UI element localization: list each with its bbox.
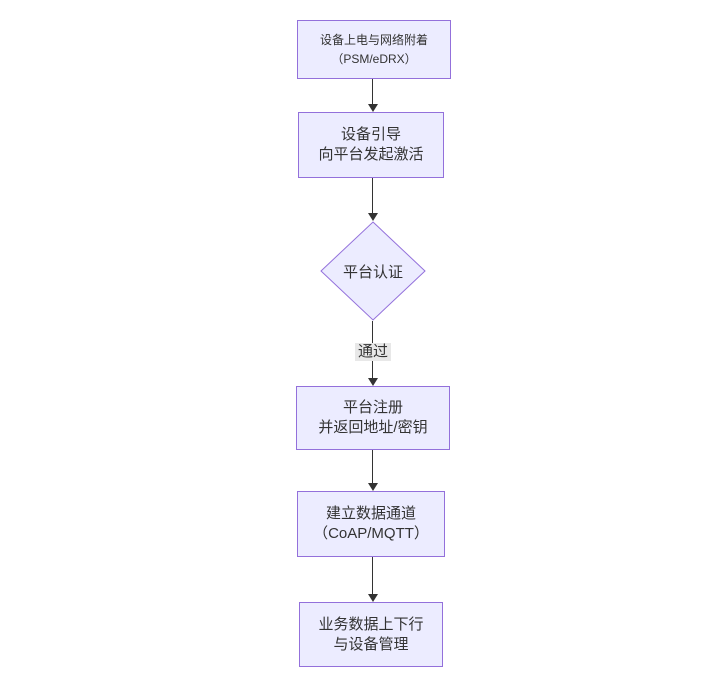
- decision-platform-auth-label: 平台认证: [342, 263, 403, 281]
- node-power-attach-line1: 设备上电与网络附着: [319, 32, 428, 47]
- edge-power-to-bootstrap: [372, 79, 373, 105]
- arrowhead-icon: [368, 213, 378, 221]
- arrowhead-icon: [368, 104, 378, 112]
- node-register: 平台注册 并返回地址/密钥: [296, 386, 450, 450]
- node-bootstrap-line1: 设备引导: [340, 126, 401, 143]
- decision-diamond-shape: [320, 221, 426, 321]
- edge-bootstrap-to-auth: [372, 178, 373, 214]
- node-power-attach: 设备上电与网络附着 （PSM/eDRX）: [297, 20, 451, 79]
- node-business-data: 业务数据上下行 与设备管理: [299, 602, 443, 667]
- node-data-channel-line2: （CoAP/MQTT）: [313, 525, 429, 542]
- node-power-attach-line2: （PSM/eDRX）: [331, 51, 417, 66]
- edge-channel-to-business: [372, 557, 373, 595]
- node-bootstrap: 设备引导 向平台发起激活: [298, 112, 444, 178]
- edge-label-pass: 通过: [354, 343, 392, 361]
- edge-register-to-channel: [372, 450, 373, 484]
- node-data-channel-line1: 建立数据通道: [325, 505, 416, 522]
- node-data-channel: 建立数据通道 （CoAP/MQTT）: [297, 491, 445, 557]
- node-business-data-line2: 与设备管理: [333, 635, 409, 653]
- node-register-line1: 平台注册: [342, 399, 403, 416]
- node-business-data-line1: 业务数据上下行: [318, 615, 424, 633]
- node-register-line2: 并返回地址/密钥: [318, 419, 428, 436]
- arrowhead-icon: [368, 483, 378, 491]
- decision-platform-auth: 平台认证: [320, 221, 426, 321]
- arrowhead-icon: [368, 378, 378, 386]
- node-bootstrap-line2: 向平台发起激活: [318, 146, 424, 163]
- arrowhead-icon: [368, 594, 378, 602]
